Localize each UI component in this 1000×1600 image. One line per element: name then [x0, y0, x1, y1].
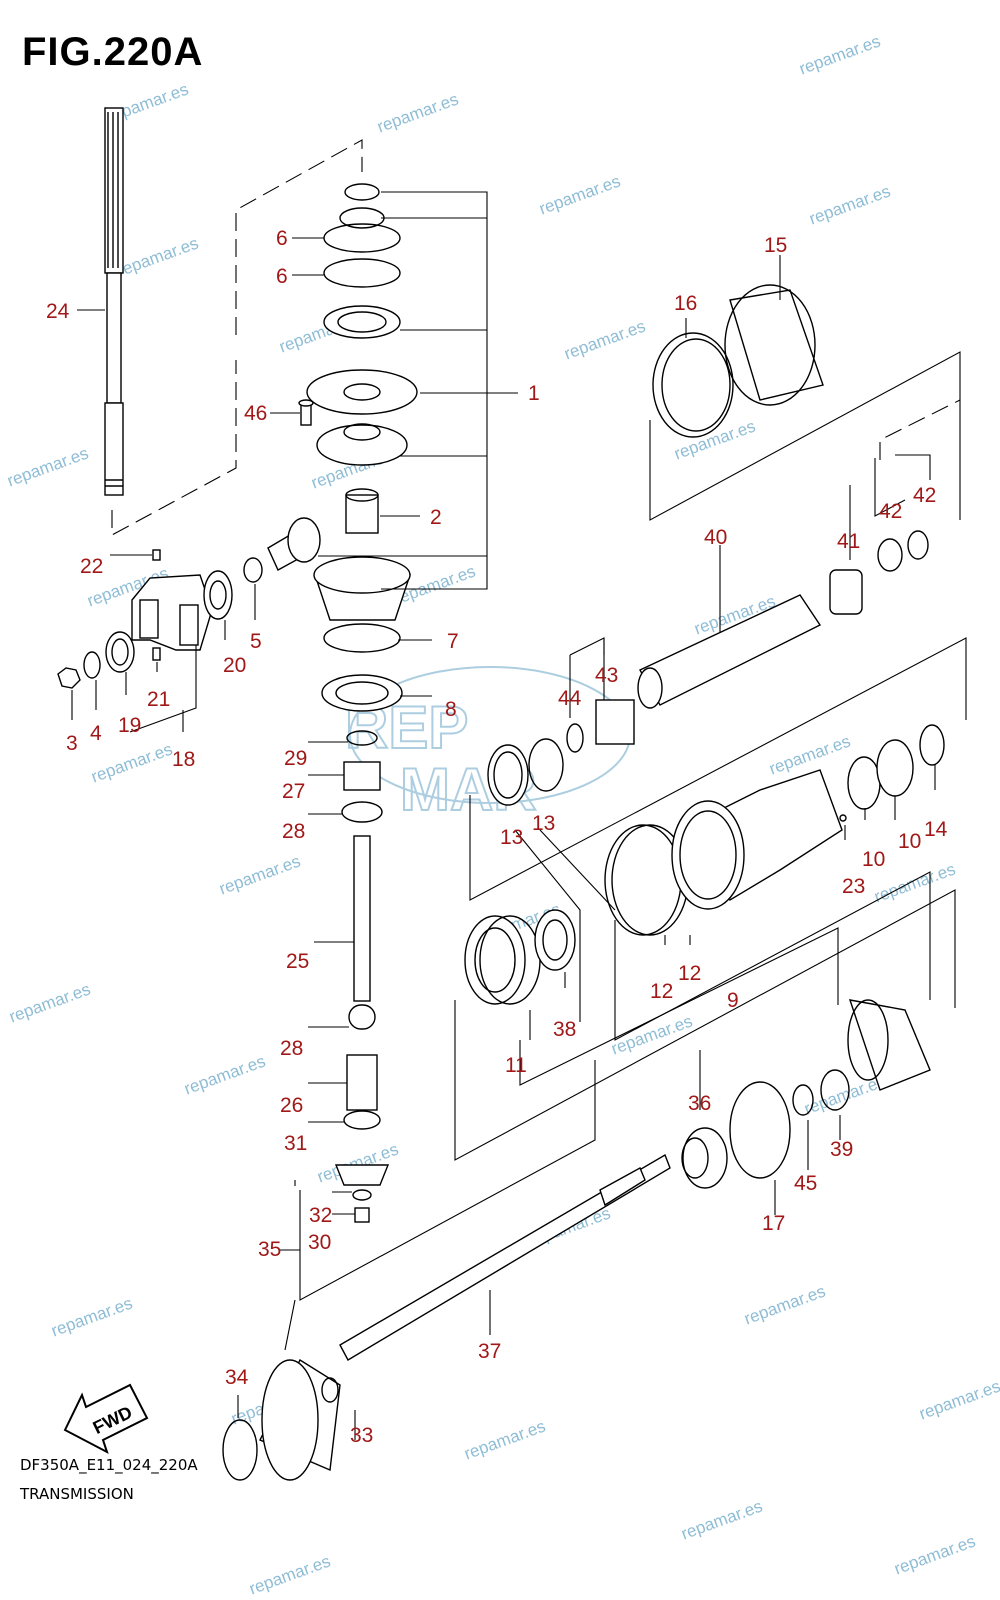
callout-10b: 10	[898, 830, 921, 853]
callout-11: 11	[505, 1054, 527, 1077]
callout-20: 20	[223, 654, 246, 677]
callout-27: 27	[282, 780, 305, 803]
callout-30: 30	[308, 1231, 331, 1254]
callout-9: 9	[727, 989, 739, 1012]
callout-40: 40	[704, 526, 727, 549]
callout-41: 41	[837, 530, 860, 553]
callout-14: 14	[924, 818, 948, 841]
callout-6b: 6	[276, 265, 288, 288]
callout-15: 15	[764, 234, 787, 257]
callout-26: 26	[280, 1094, 303, 1117]
callout-24: 24	[46, 300, 70, 323]
callout-37: 37	[478, 1340, 501, 1363]
callout-22: 22	[80, 555, 103, 578]
callout-16: 16	[674, 292, 697, 315]
callout-38: 38	[553, 1018, 576, 1041]
callout-17: 17	[762, 1212, 785, 1235]
callout-21: 21	[147, 688, 170, 711]
callout-13b: 13	[532, 812, 555, 835]
callout-3: 3	[66, 732, 78, 755]
callout-35: 35	[258, 1238, 281, 1261]
callout-19: 19	[118, 714, 141, 737]
callout-34: 34	[225, 1366, 249, 1389]
callout-31: 31	[284, 1132, 307, 1155]
callout-labels: 1 2 3 4 5 6 6 7 8 9 10 10 11 12 12 13 13…	[46, 227, 948, 1447]
propeller-shaft-upper-parts	[566, 284, 929, 753]
callout-42b: 42	[913, 484, 936, 507]
callout-13a: 13	[500, 826, 523, 849]
callout-44: 44	[558, 687, 582, 710]
drive-shaft-24	[104, 107, 124, 496]
callout-43: 43	[595, 664, 618, 687]
callout-29: 29	[284, 747, 307, 770]
fwd-arrow-icon: FWD	[63, 1383, 149, 1455]
figure-name: TRANSMISSION	[20, 1485, 134, 1503]
callout-23: 23	[842, 875, 865, 898]
callout-10a: 10	[862, 848, 885, 871]
callout-4: 4	[90, 722, 102, 745]
callout-6a: 6	[276, 227, 288, 250]
document-code: DF350A_E11_024_220A	[20, 1456, 198, 1474]
bearing-housing-assembly	[57, 549, 263, 689]
callout-36: 36	[688, 1092, 711, 1115]
pinion-gear-assembly	[267, 183, 418, 1223]
callout-8: 8	[445, 698, 457, 721]
callout-28a: 28	[282, 820, 305, 843]
callout-5: 5	[250, 630, 262, 653]
callout-1: 1	[528, 382, 540, 405]
bearing-carrier-assembly	[487, 724, 945, 936]
callout-32: 32	[309, 1204, 332, 1227]
propeller-shaft-lower-parts	[339, 909, 931, 1361]
callout-33: 33	[350, 1424, 373, 1447]
callout-46: 46	[244, 402, 267, 425]
callout-7: 7	[447, 630, 459, 653]
callout-42a: 42	[879, 500, 902, 523]
figure-title: FIG.220A	[22, 30, 204, 74]
callout-28b: 28	[280, 1037, 303, 1060]
callout-45: 45	[794, 1172, 817, 1195]
callout-12b: 12	[678, 962, 701, 985]
callout-12a: 12	[650, 980, 673, 1003]
callout-2: 2	[430, 506, 442, 529]
callout-25: 25	[286, 950, 309, 973]
callout-18: 18	[172, 748, 195, 771]
callout-39: 39	[830, 1138, 853, 1161]
reverse-gear-assembly	[222, 1358, 341, 1481]
